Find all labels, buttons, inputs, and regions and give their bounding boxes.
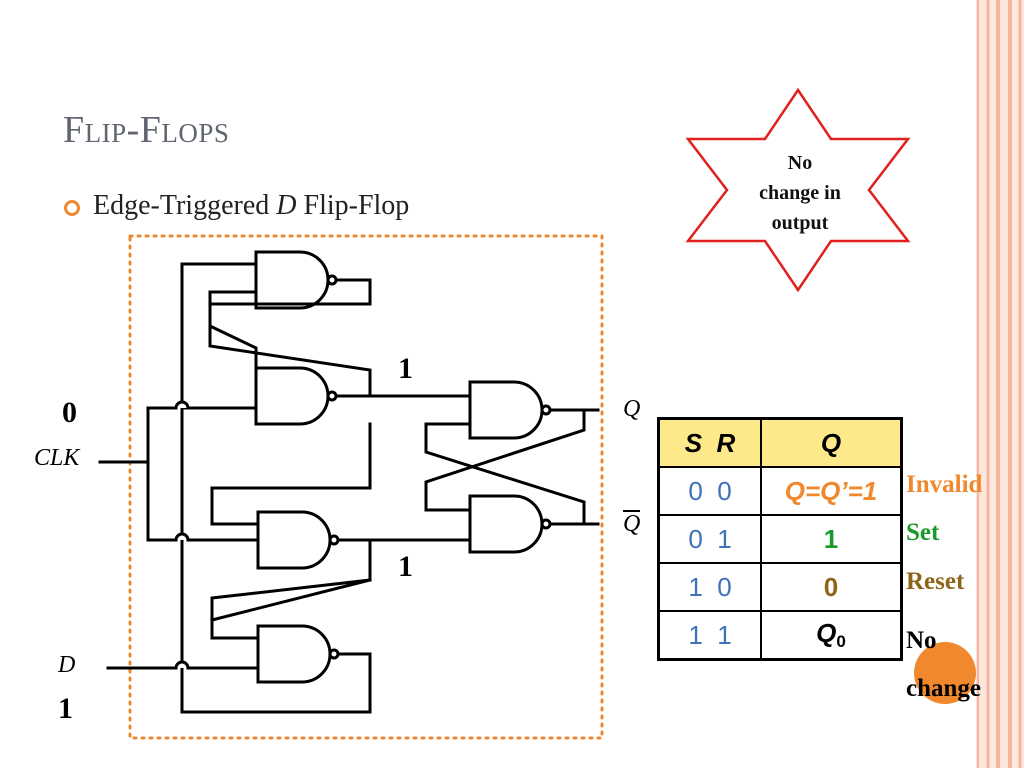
row-sr: 1 1 [657, 610, 762, 661]
header-sr: S R [657, 417, 762, 468]
nand-gate-qbar [468, 494, 544, 554]
decorative-circle-icon [914, 642, 976, 704]
s-value: 1 [398, 352, 413, 385]
row-q: Q0 [760, 610, 903, 661]
row-sr: 1 0 [657, 562, 762, 612]
row-q: Q=Q’=1 [760, 466, 903, 516]
d-label: D [58, 652, 76, 678]
bullet-text: Edge-Triggered D Flip-Flop [93, 190, 410, 221]
r-value: 1 [398, 550, 413, 583]
header-q: Q [760, 417, 903, 468]
nand-gate-2 [254, 366, 330, 426]
row-q: 1 [760, 514, 903, 564]
row-sr: 0 0 [657, 466, 762, 516]
bullet-icon [64, 200, 80, 216]
table-row: 0 1 1 [657, 514, 903, 564]
nand-gate-4 [256, 624, 332, 684]
circuit-frame [128, 234, 604, 740]
slide-border-stripes [976, 0, 1024, 768]
d-value: 1 [58, 692, 73, 725]
nand-gate-3 [256, 510, 332, 570]
clk-value: 0 [62, 396, 77, 429]
note-reset: Reset [906, 568, 965, 595]
clk-label: CLK [34, 445, 80, 471]
table-header-row: S R Q [657, 417, 903, 468]
nand-gate-q [468, 380, 544, 440]
row-sr: 0 1 [657, 514, 762, 564]
q-output-label: Q [623, 396, 641, 422]
note-set: Set [906, 519, 940, 546]
table-row: 0 0 Q=Q’=1 [657, 466, 903, 516]
truth-table: S R Q 0 0 Q=Q’=1 0 1 1 1 0 0 1 1 Q0 [657, 417, 903, 661]
table-row: 1 1 Q0 [657, 610, 903, 661]
star-callout-text: No change in output [759, 152, 841, 234]
nand-gate-1 [254, 250, 330, 310]
note-no-change: No change [906, 627, 981, 702]
row-q: 0 [760, 562, 903, 612]
star-callout-shape [685, 87, 911, 293]
slide-title: Flip-Flops [63, 109, 230, 151]
table-row: 1 0 0 [657, 562, 903, 612]
note-invalid: Invalid [906, 471, 983, 498]
qbar-output-label: Q [623, 510, 641, 537]
